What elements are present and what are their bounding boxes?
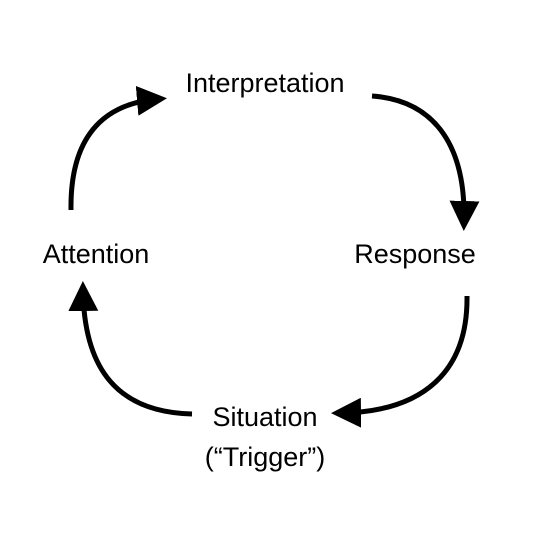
- arrow-situation-to-attention: [68, 281, 193, 417]
- node-situation: Situation (“Trigger”): [205, 397, 326, 477]
- arrow-interpretation-to-response: [371, 93, 480, 231]
- node-attention: Attention: [42, 239, 150, 269]
- arrow-attention-to-interpretation: [68, 85, 167, 211]
- node-response: Response: [354, 239, 476, 269]
- node-situation-label: Situation: [212, 402, 318, 432]
- node-interpretation: Interpretation: [185, 68, 345, 98]
- node-situation-trigger-label: (“Trigger”): [204, 442, 326, 472]
- arrow-response-to-situation: [331, 295, 470, 428]
